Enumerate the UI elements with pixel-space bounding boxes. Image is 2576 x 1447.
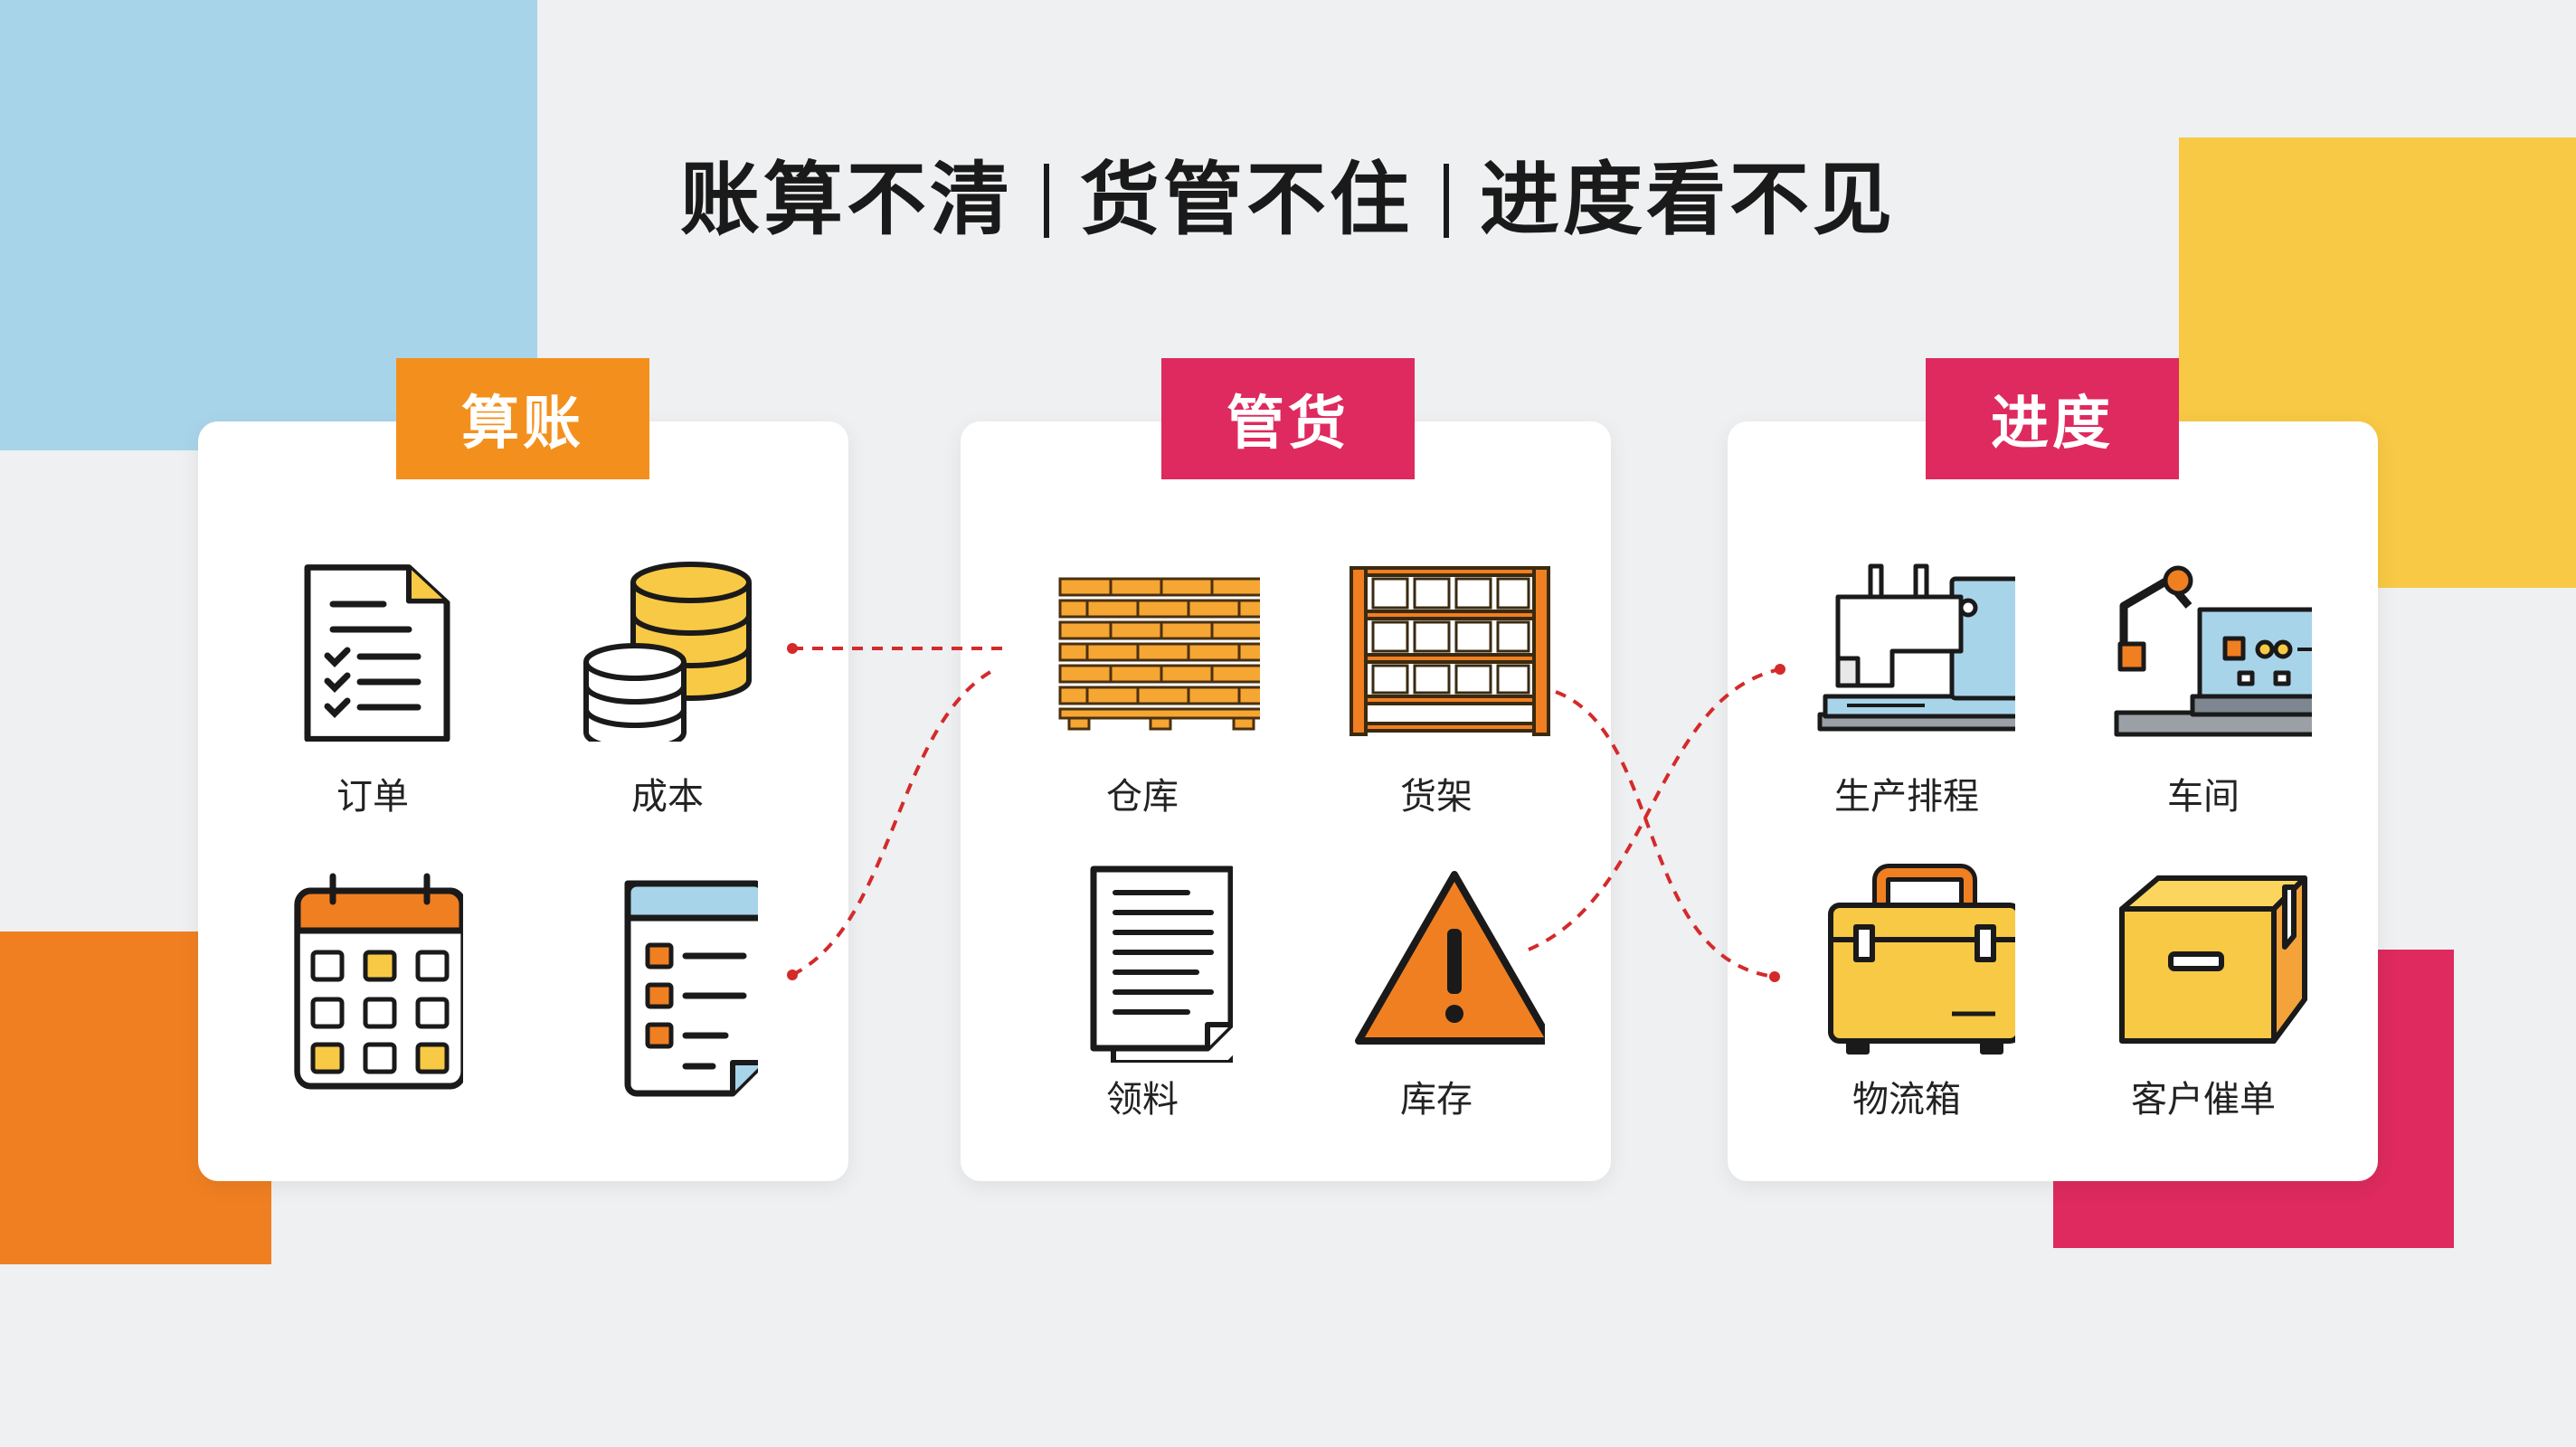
item-order: 订单 — [237, 561, 508, 850]
card-goods — [961, 421, 1611, 1181]
item-material: 领料 — [1007, 864, 1278, 1153]
title-part-1: 账算不清 — [679, 153, 1013, 246]
card-progress — [1728, 421, 2378, 1181]
tag-progress: 进度 — [1926, 358, 2179, 479]
page-title: 账算不清货管不住进度看不见 — [0, 136, 2576, 251]
tag-accounting: 算账 — [396, 358, 649, 479]
warning-icon — [1355, 871, 1545, 1045]
item-warehouse: 仓库 — [1007, 561, 1278, 850]
item-label: 成本 — [631, 776, 704, 818]
item-label: 车间 — [2167, 776, 2240, 818]
item-label: 订单 — [336, 776, 409, 818]
order-list-icon — [304, 564, 450, 742]
tag-goods: 管货 — [1161, 358, 1415, 479]
item-cost: 成本 — [532, 561, 803, 850]
item-spreadsheet — [532, 873, 803, 1162]
item-label: 客户催单 — [2131, 1079, 2276, 1121]
item-label: 仓库 — [1106, 776, 1179, 818]
item-scheduling: 生产排程 — [1771, 561, 2042, 850]
title-separator — [1043, 164, 1049, 238]
item-label: 货架 — [1400, 776, 1473, 818]
item-label: 物流箱 — [1852, 1079, 1961, 1121]
robot-arm-icon — [2114, 565, 2312, 737]
shelf-rack-icon — [1350, 566, 1550, 736]
package-box-icon — [2119, 875, 2307, 1044]
title-part-2: 货管不住 — [1079, 153, 1413, 246]
item-workshop: 车间 — [2068, 561, 2339, 850]
brick-warehouse-icon — [1058, 577, 1260, 731]
item-label: 库存 — [1400, 1079, 1473, 1121]
title-separator — [1444, 164, 1449, 238]
item-inventory: 库存 — [1301, 864, 1572, 1153]
coins-icon — [583, 562, 752, 742]
item-logistics-box: 物流箱 — [1771, 864, 2042, 1153]
item-customer-urge: 客户催单 — [2068, 864, 2339, 1153]
documents-icon — [1090, 865, 1233, 1063]
item-calendar — [237, 873, 508, 1162]
calendar-icon — [294, 873, 463, 1090]
toolbox-icon — [1828, 864, 2015, 1055]
title-part-3: 进度看不见 — [1480, 153, 1897, 246]
item-label: 生产排程 — [1834, 776, 1979, 818]
sewing-machine-icon — [1817, 563, 2015, 732]
item-label: 领料 — [1106, 1079, 1179, 1121]
spreadsheet-icon — [624, 880, 758, 1097]
item-shelf: 货架 — [1301, 561, 1572, 850]
